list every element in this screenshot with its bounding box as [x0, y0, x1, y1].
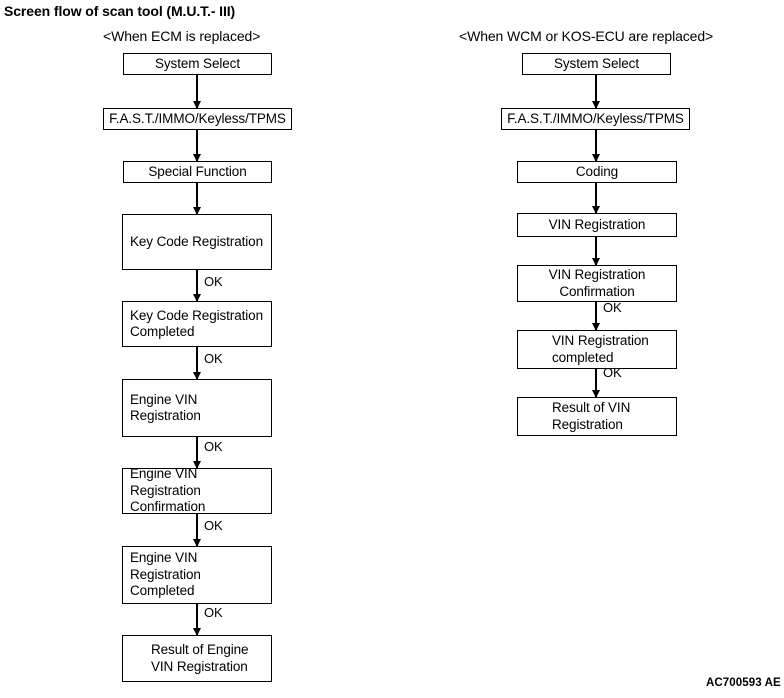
node-left-key-code-registration-completed[interactable]: Key Code Registration Completed: [122, 301, 272, 347]
node-right-system-select[interactable]: System Select: [522, 53, 671, 75]
column-header-wcm-kos: <When WCM or KOS-ECU are replaced>: [459, 28, 714, 44]
page-title: Screen flow of scan tool (M.U.T.- III): [4, 3, 236, 19]
connector-left-1: [192, 75, 201, 109]
connector-left-2: [192, 130, 201, 162]
node-right-vin-registration-confirmation[interactable]: VIN Registration Confirmation: [517, 265, 677, 302]
connector-left-8: [192, 604, 201, 636]
node-left-engine-vin-registration-confirmation[interactable]: Engine VIN Registration Confirmation: [122, 468, 272, 514]
node-left-engine-vin-registration[interactable]: Engine VIN Registration: [122, 379, 272, 437]
connector-right-3: [591, 183, 600, 214]
node-left-result-of-engine-vin-registration[interactable]: Result of Engine VIN Registration: [122, 635, 272, 682]
connector-left-6: [192, 437, 201, 469]
connector-left-7: [192, 514, 201, 547]
node-right-coding[interactable]: Coding: [517, 161, 677, 183]
connector-right-4: [591, 237, 600, 266]
connector-left-5: [192, 347, 201, 380]
connector-label-left-5: OK: [204, 351, 223, 366]
column-header-ecm: <When ECM is replaced>: [103, 28, 261, 44]
node-right-vin-registration[interactable]: VIN Registration: [517, 213, 677, 237]
figure-reference-code: AC700593 AE: [706, 677, 781, 689]
node-left-key-code-registration[interactable]: Key Code Registration: [122, 214, 272, 270]
node-right-vin-registration-completed[interactable]: VIN Registration completed: [517, 330, 677, 369]
connector-label-right-6: OK: [603, 365, 622, 380]
connector-right-1: [591, 75, 600, 109]
connector-right-2: [591, 130, 600, 162]
node-left-system-select[interactable]: System Select: [123, 53, 272, 75]
node-left-special-function[interactable]: Special Function: [123, 161, 272, 183]
connector-right-6: [591, 369, 600, 398]
connector-right-5: [591, 302, 600, 331]
connector-label-left-8: OK: [204, 605, 223, 620]
connector-left-4: [192, 270, 201, 302]
connector-label-left-6: OK: [204, 439, 223, 454]
connector-label-right-5: OK: [603, 300, 622, 315]
connector-label-left-7: OK: [204, 518, 223, 533]
connector-label-left-4: OK: [204, 274, 223, 289]
node-left-engine-vin-registration-completed[interactable]: Engine VIN Registration Completed: [122, 546, 272, 604]
node-left-fast-immo[interactable]: F.A.S.T./IMMO/Keyless/TPMS: [103, 108, 292, 130]
node-right-fast-immo[interactable]: F.A.S.T./IMMO/Keyless/TPMS: [501, 108, 690, 130]
node-right-result-of-vin-registration[interactable]: Result of VIN Registration: [517, 397, 677, 436]
connector-left-3: [192, 183, 201, 215]
